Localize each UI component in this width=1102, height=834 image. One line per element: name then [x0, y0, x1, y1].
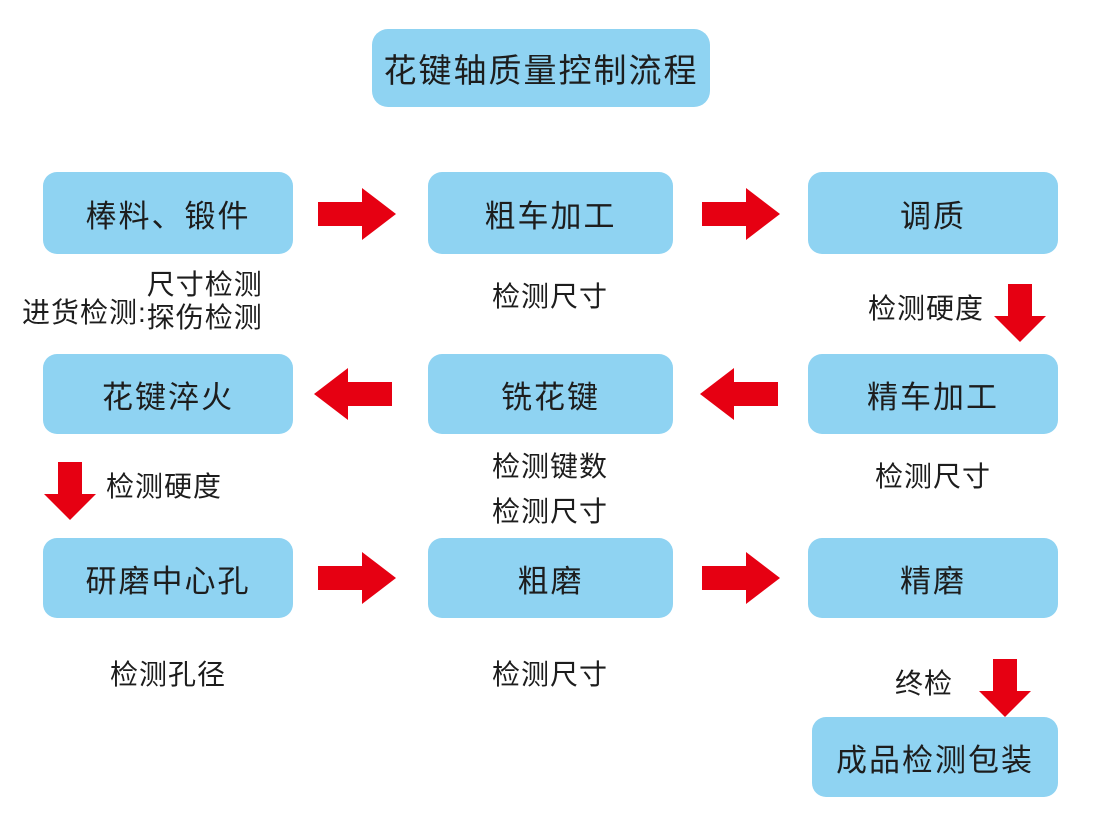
caption-quench-temper-check-group: 检测硬度	[868, 280, 1047, 342]
node-grind-center-hole[interactable]: 研磨中心孔	[43, 538, 293, 618]
node-grind-center-hole-label: 研磨中心孔	[85, 563, 251, 599]
caption-spline-quench-check-group: 检测硬度	[44, 458, 223, 520]
arrow-right-icon-row1-1	[318, 188, 396, 240]
node-final-pack[interactable]: 成品检测包装	[812, 717, 1058, 797]
caption-fine-turning-check: 检测尺寸	[874, 461, 992, 492]
node-fine-turning[interactable]: 精车加工	[808, 354, 1058, 434]
arrow-left-icon-row2-2	[700, 368, 778, 420]
node-mill-spline[interactable]: 铣花键	[428, 354, 673, 434]
arrow-right-icon-row3-1	[318, 552, 396, 604]
caption-final-check: 终检	[895, 668, 954, 699]
chart-title-box: 花键轴质量控制流程	[372, 29, 710, 107]
caption-spline-quench-check: 检测硬度	[106, 471, 223, 502]
arrow-down-icon-final	[979, 659, 1032, 717]
node-final-pack-label: 成品检测包装	[836, 742, 1034, 778]
caption-quench-temper-check: 检测硬度	[868, 293, 985, 324]
node-quench-temper-label: 调质	[900, 198, 966, 234]
caption-mill-spline-check2: 检测尺寸	[491, 496, 609, 527]
node-spline-quench[interactable]: 花键淬火	[43, 354, 293, 434]
caption-mill-spline-checks: 检测键数 检测尺寸	[492, 444, 608, 534]
chart-title-text: 花键轴质量控制流程	[383, 52, 699, 89]
caption-mill-spline-check1: 检测键数	[491, 451, 609, 482]
caption-rough-grinding-check: 检测尺寸	[491, 659, 609, 690]
node-mill-spline-label: 铣花键	[501, 379, 600, 415]
node-fine-grinding-label: 精磨	[900, 563, 966, 599]
arrow-down-icon-col3	[994, 284, 1047, 342]
node-rough-grinding-label: 粗磨	[517, 563, 584, 599]
node-raw-material-label: 棒料、锻件	[85, 198, 251, 234]
caption-incoming-lead: 进货检测:	[22, 297, 147, 328]
arrow-right-icon-row3-2	[702, 552, 780, 604]
caption-incoming-line2: 探伤检测	[146, 302, 263, 333]
caption-incoming-line1: 尺寸检测	[146, 269, 263, 300]
caption-incoming-inspection: 进货检测: 尺寸检测 探伤检测	[22, 268, 263, 334]
arrow-down-icon-col1	[44, 462, 96, 520]
caption-final-check-group: 终检	[895, 655, 1032, 717]
node-rough-turning-label: 粗车加工	[484, 198, 617, 234]
node-spline-quench-label: 花键淬火	[102, 379, 234, 415]
caption-rough-turning-check: 检测尺寸	[491, 281, 609, 312]
node-rough-grinding[interactable]: 粗磨	[428, 538, 673, 618]
arrow-left-icon-row2-1	[314, 368, 392, 420]
node-fine-grinding[interactable]: 精磨	[808, 538, 1058, 618]
node-quench-temper[interactable]: 调质	[808, 172, 1058, 254]
node-fine-turning-label: 精车加工	[867, 379, 999, 415]
node-rough-turning[interactable]: 粗车加工	[428, 172, 673, 254]
node-raw-material[interactable]: 棒料、锻件	[43, 172, 293, 254]
arrow-right-icon-row1-2	[702, 188, 780, 240]
caption-grind-hole-check: 检测孔径	[109, 659, 227, 690]
